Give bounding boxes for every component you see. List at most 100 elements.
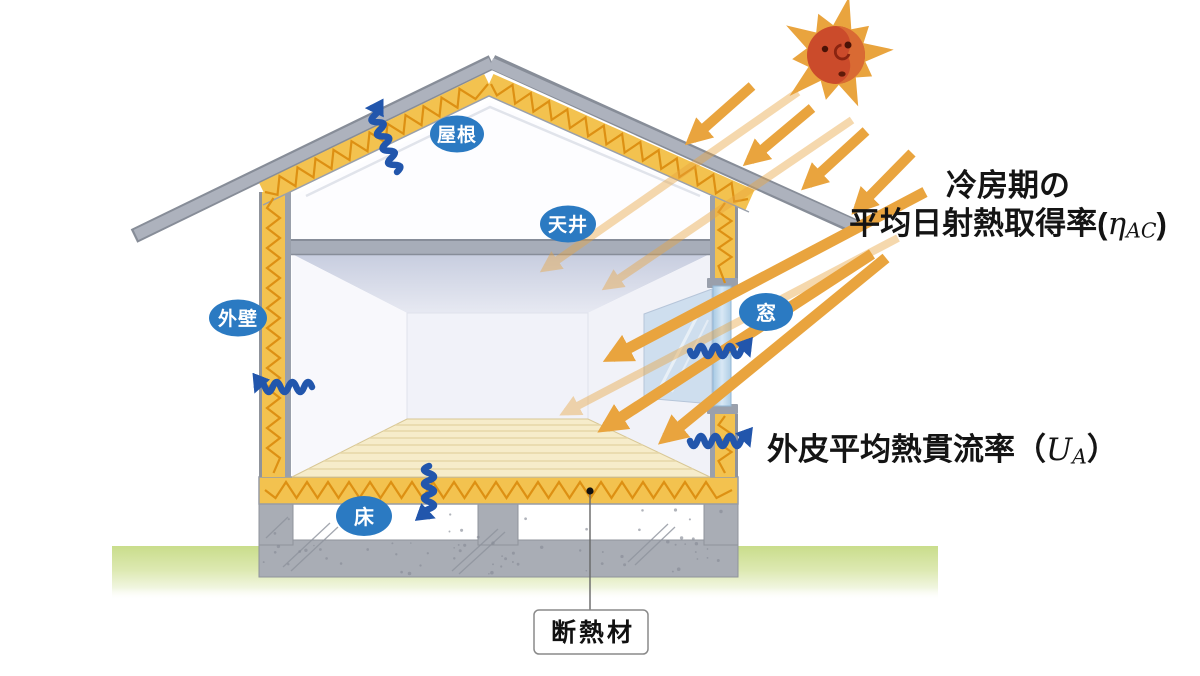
speckle: [298, 550, 302, 553]
speckle: [585, 569, 588, 572]
left-wall-plane: [292, 254, 407, 477]
speckle: [638, 528, 641, 532]
outer-wall-label: [209, 299, 267, 337]
heat-flow-arrows: [252, 98, 753, 521]
speckle: [457, 543, 460, 546]
speckle: [491, 541, 495, 545]
window-label-text: 窓: [756, 301, 776, 325]
roof-label-text: 屋根: [437, 123, 477, 146]
speckle: [579, 549, 582, 552]
speckle: [407, 571, 412, 576]
foundation-footing-left: [258, 502, 294, 546]
eta-subscript: AC: [1126, 218, 1157, 243]
speckle: [492, 563, 494, 566]
heat-flow-window: [686, 336, 753, 360]
speckle: [706, 548, 709, 550]
floor-zigzag: [264, 479, 733, 501]
speckle: [516, 562, 520, 566]
sun-ray-transmitted-2: [601, 116, 855, 291]
speckle: [366, 548, 370, 551]
cooling-annotation-line1: 冷房期の: [946, 168, 1070, 203]
floor-label-text: 床: [354, 505, 375, 529]
sun-ray-window-1: [602, 187, 928, 362]
speckle: [691, 537, 695, 541]
solar-radiation-arrows: [539, 82, 928, 445]
outer-wall-label-text: 外壁: [218, 307, 258, 330]
speckle: [694, 551, 697, 553]
speckle: [262, 561, 265, 564]
sun: [786, 0, 894, 107]
speckle: [287, 518, 290, 521]
ceiling-label-text: 天井: [548, 214, 588, 236]
part-labels: 屋根 天井 外壁 窓 床: [209, 115, 793, 536]
speckle: [688, 518, 691, 521]
roof-zigzag-left: [264, 83, 489, 197]
sun-eye-right: [844, 41, 852, 49]
speckle: [410, 542, 412, 544]
cooling-season-annotation: 冷房期の 平均日射熱取得率(ηAC): [812, 167, 1200, 250]
speckle: [641, 509, 644, 512]
sun-ray-window-3: [657, 253, 890, 445]
speckle: [716, 559, 720, 562]
insulation-label-box: [533, 609, 649, 655]
speckle: [600, 562, 604, 565]
cooling-annotation-line2: 平均日射熱取得率(ηAC): [849, 206, 1167, 243]
speckle: [304, 548, 308, 553]
ua-subscript: A: [1072, 444, 1087, 469]
foundation-footing-right: [703, 502, 739, 546]
far-gable-edge: [305, 105, 701, 198]
speckle: [391, 542, 394, 545]
heat-flow-floor: [414, 462, 438, 521]
speckle: [676, 567, 681, 571]
speckle: [400, 570, 403, 574]
speckle: [706, 556, 709, 559]
speckle: [476, 535, 480, 539]
ceiling-plane: [292, 254, 710, 313]
concrete-speckles: [262, 508, 723, 576]
speckle: [673, 508, 678, 512]
speckle: [719, 509, 723, 514]
callout-dot: [586, 487, 594, 495]
speckle: [319, 548, 322, 551]
window-label: [739, 293, 793, 331]
roof-label: [430, 115, 484, 153]
wood-floor: [291, 418, 711, 478]
back-wall: [406, 312, 589, 420]
ceiling-band: [290, 239, 712, 256]
sun-ray-roof-2: [742, 104, 816, 167]
sun-ray-transmitted-1: [539, 88, 801, 273]
sun-eye-left: [821, 45, 829, 53]
speckle: [463, 543, 467, 547]
foundation: [258, 502, 739, 578]
heat-flow-envelope: [686, 426, 753, 450]
speckle: [273, 551, 277, 554]
floor-insulation-band: [258, 476, 739, 505]
floor-label: [336, 496, 392, 536]
wall-zigzag-right-upper: [716, 202, 734, 284]
ua-annotation: 外皮平均熱貫流率（UA）: [767, 432, 1118, 469]
insulation-callout: 断熱材: [533, 487, 649, 655]
concrete-hatch-lines: [265, 516, 676, 575]
speckle: [313, 544, 315, 547]
speckle: [448, 530, 451, 533]
sun-ray-roof-1: [684, 82, 756, 146]
speckle: [395, 553, 398, 556]
sun-ray-roof-4: [851, 149, 916, 215]
speckle: [449, 513, 452, 516]
eta-symbol: η: [1107, 206, 1127, 242]
wall-zigzag-left: [265, 197, 282, 474]
speckle: [273, 532, 277, 535]
speckle: [276, 544, 281, 549]
speckle: [488, 573, 490, 575]
speckle: [539, 545, 544, 550]
speckle: [460, 528, 464, 532]
left-wall: [259, 192, 291, 477]
ceiling-label: [540, 205, 596, 243]
speckle: [674, 543, 677, 546]
speckle: [511, 561, 514, 563]
ua-symbol: U: [1046, 432, 1073, 468]
speckle: [287, 562, 290, 566]
speckle: [453, 557, 456, 560]
